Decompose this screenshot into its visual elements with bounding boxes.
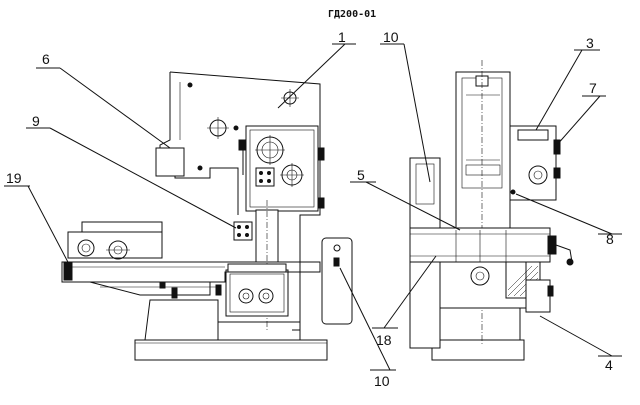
base-plate [134,339,328,361]
knee-block [225,269,289,317]
rotary-table-top [81,221,163,233]
handwheel [77,239,95,257]
electrical-cabinet [321,237,353,325]
callout-10-bottom: 10 [374,373,390,389]
column-body [169,71,321,331]
callout-8: 8 [606,231,614,247]
rotary-table-body [67,231,163,259]
side-base [431,339,525,361]
control-pad [233,221,253,241]
side-view [409,60,574,361]
side-column [455,71,511,233]
leader-lines [4,43,622,371]
callout-18: 18 [376,332,392,348]
callout-9: 9 [32,113,40,129]
motor-box [155,147,185,177]
callout-6: 6 [42,51,50,67]
callout-3: 3 [586,35,594,51]
control-block [255,167,275,187]
callout-4: 4 [605,357,613,373]
callout-10-top: 10 [383,29,399,45]
pedestal [144,299,219,341]
table-ways [61,261,321,283]
callout-19: 19 [6,170,22,186]
drawing-title: ГД200-01 [328,9,376,20]
callouts: 1 3 4 5 6 7 8 9 10 10 18 19 [6,29,614,389]
side-motor [525,279,551,313]
callout-5: 5 [357,167,365,183]
callout-7: 7 [589,80,597,96]
front-view [61,71,353,361]
callout-1: 1 [338,29,346,45]
